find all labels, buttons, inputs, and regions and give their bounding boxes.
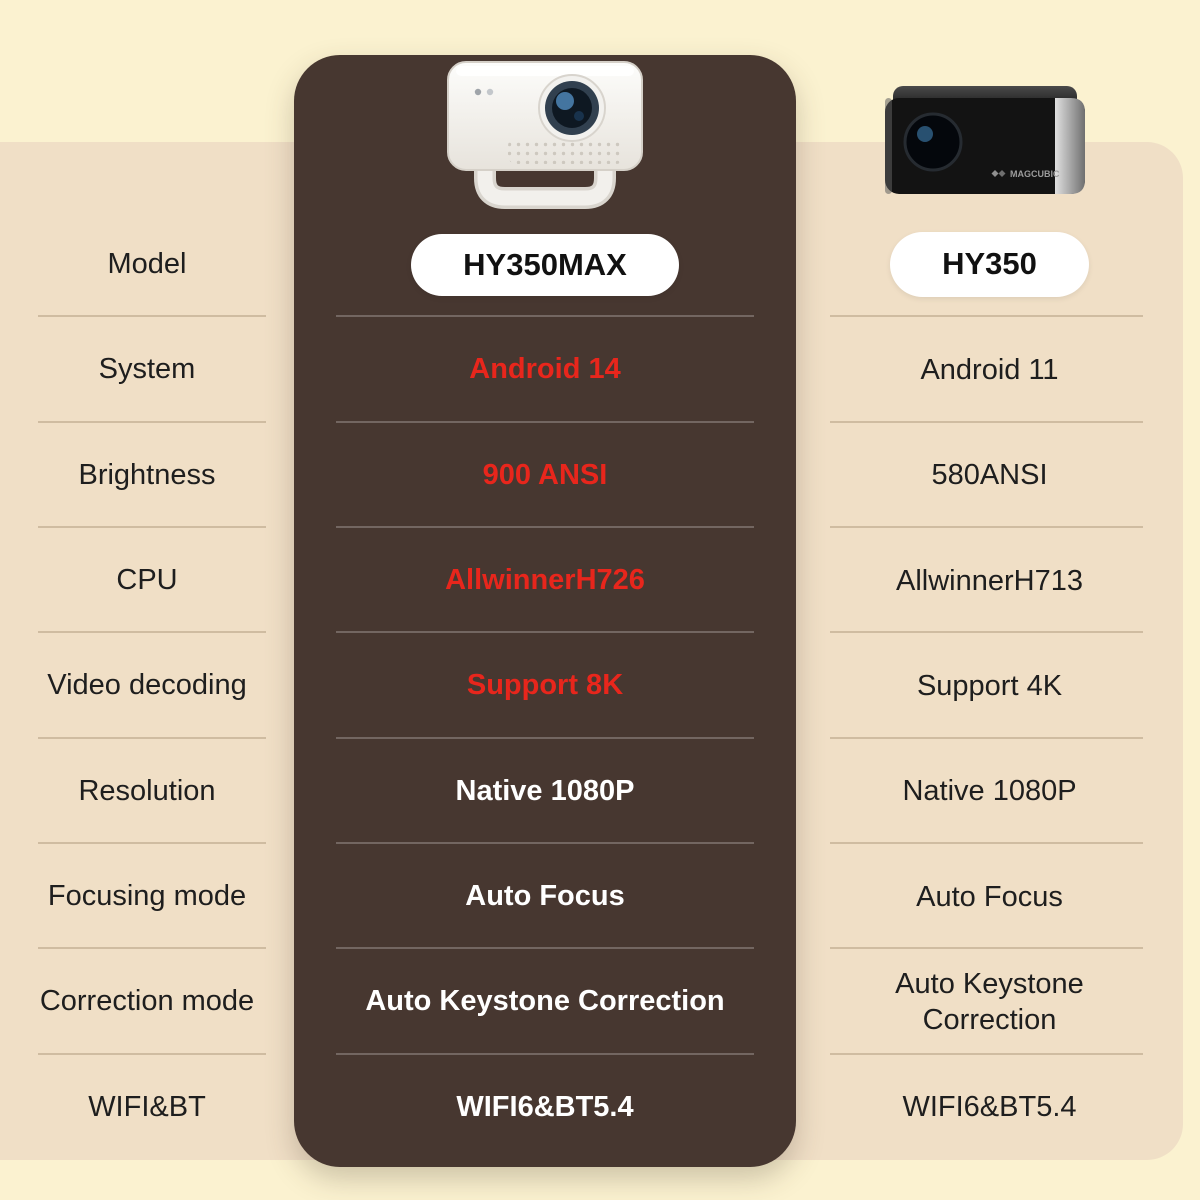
hy350-value-cell: AllwinnerH713 — [796, 528, 1183, 634]
row-focusing-mode: Focusing mode Auto Focus Auto Focus — [0, 844, 1183, 950]
hy350max-value-cell: Native 1080P — [294, 739, 796, 845]
spec-value: Auto Keystone Correction — [895, 967, 1084, 1036]
row-system: System Android 14 Android 11 — [0, 317, 1183, 423]
hy350-value-cell: HY350 — [796, 212, 1183, 318]
spec-value: Auto Keystone Correction — [365, 985, 725, 1018]
hy350-projector-image: MAGCUBIC — [840, 78, 1130, 208]
lens-glass — [552, 88, 592, 128]
row-label: CPU — [0, 528, 294, 634]
row-label: Correction mode — [0, 949, 294, 1055]
hy350-value-cell: Native 1080P — [796, 739, 1183, 845]
row-label-text: CPU — [116, 564, 178, 597]
spec-value: Auto Focus — [465, 880, 625, 913]
magcubic-logo-icon — [991, 170, 1006, 177]
hy350max-projector-image — [294, 52, 796, 217]
row-label: WIFI&BT — [0, 1055, 294, 1160]
hy350max-value-cell: AllwinnerH726 — [294, 528, 796, 634]
spec-value: Auto Focus — [916, 880, 1063, 913]
row-label: Focusing mode — [0, 844, 294, 950]
projector-stand-highlight — [477, 136, 613, 206]
spec-value: Native 1080P — [902, 775, 1077, 808]
sensor-dot — [486, 88, 494, 96]
brand-label: MAGCUBIC — [1010, 169, 1060, 179]
row-label-text: WIFI&BT — [88, 1090, 206, 1123]
row-label-text: Focusing mode — [47, 880, 247, 913]
row-label-text: System — [98, 353, 196, 386]
lens-glare-small — [574, 111, 584, 121]
spec-value: 580ANSI — [931, 459, 1048, 492]
lens-glass — [905, 114, 961, 170]
hy350max-value-cell: HY350MAX — [294, 212, 796, 318]
hy350-value-cell: Auto Keystone Correction — [796, 949, 1183, 1055]
spec-value: Native 1080P — [455, 774, 635, 807]
row-label: Resolution — [0, 739, 294, 845]
hy350max-value-cell: 900 ANSI — [294, 423, 796, 529]
row-label: Brightness — [0, 423, 294, 529]
hy350-value-cell: Android 11 — [796, 317, 1183, 423]
lens-glare — [917, 126, 933, 142]
row-label-text: Brightness — [78, 458, 216, 491]
side-panel-silver — [1055, 98, 1085, 194]
hy350max-value-cell: WIFI6&BT5.4 — [294, 1055, 796, 1160]
row-brightness: Brightness 900 ANSI 580ANSI — [0, 423, 1183, 529]
spec-value: WIFI6&BT5.4 — [902, 1091, 1077, 1124]
spec-value-highlight: Support 8K — [466, 669, 624, 702]
hy350max-value-cell: Support 8K — [294, 633, 796, 739]
spec-value-highlight: 900 ANSI — [482, 458, 608, 491]
row-cpu: CPU AllwinnerH726 AllwinnerH713 — [0, 528, 1183, 634]
row-label-text: Model — [107, 248, 187, 281]
black-projector-illustration: MAGCUBIC — [885, 86, 1085, 194]
row-label-text: Resolution — [78, 774, 216, 807]
speaker-grille — [508, 138, 624, 164]
row-video-decoding: Video decoding Support 8K Support 4K — [0, 633, 1183, 739]
hy350max-value-cell: Android 14 — [294, 317, 796, 423]
hy350-value-cell: WIFI6&BT5.4 — [796, 1055, 1183, 1160]
hy350-value-cell: 580ANSI — [796, 423, 1183, 529]
spec-table: Model HY350MAX HY350 System Android 14 A… — [0, 212, 1183, 1160]
spec-value: Support 4K — [916, 669, 1063, 702]
row-correction-mode: Correction mode Auto Keystone Correction… — [0, 949, 1183, 1055]
sensor-dot — [474, 88, 482, 96]
row-resolution: Resolution Native 1080P Native 1080P — [0, 739, 1183, 845]
row-label-text: Video decoding — [47, 669, 247, 702]
row-wifi-bt: WIFI&BT WIFI6&BT5.4 WIFI6&BT5.4 — [0, 1055, 1183, 1160]
spec-value-highlight: Android 14 — [469, 353, 621, 386]
right-model-badge: HY350 — [890, 232, 1089, 298]
spec-value: WIFI6&BT5.4 — [456, 1090, 634, 1123]
hy350-value-cell: Support 4K — [796, 633, 1183, 739]
spec-value-highlight: AllwinnerH726 — [445, 564, 645, 597]
lens-glare — [556, 92, 574, 110]
row-label: Model — [0, 212, 294, 318]
row-label: Video decoding — [0, 633, 294, 739]
hy350-value-cell: Auto Focus — [796, 844, 1183, 950]
white-projector-illustration — [447, 61, 643, 209]
row-label-text: Correction mode — [39, 985, 255, 1018]
hy350max-value-cell: Auto Focus — [294, 844, 796, 950]
row-label: System — [0, 317, 294, 423]
spec-value: Android 11 — [920, 353, 1059, 386]
lens-ring — [903, 112, 963, 172]
side-edge — [885, 98, 892, 194]
left-model-badge: HY350MAX — [411, 233, 679, 296]
row-model: Model HY350MAX HY350 — [0, 212, 1183, 318]
hy350max-value-cell: Auto Keystone Correction — [294, 949, 796, 1055]
spec-value: AllwinnerH713 — [896, 564, 1083, 597]
projector-top-highlight — [456, 66, 634, 76]
